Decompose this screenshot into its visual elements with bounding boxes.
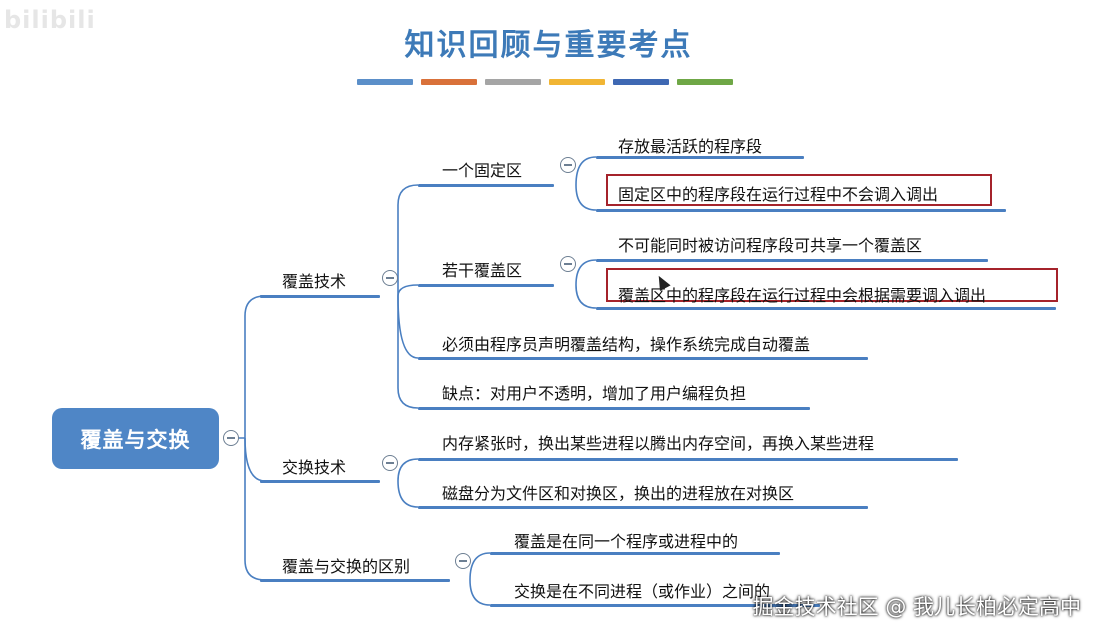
diff-item-1-underline — [490, 552, 780, 555]
link-swap-1 — [397, 458, 419, 482]
bilibili-watermark: bilibili — [4, 6, 96, 34]
link-root-overlay — [244, 295, 266, 438]
several-item-2: 覆盖区中的程序段在运行过程中会根据需要调入调出 — [618, 286, 987, 305]
root-collapse-icon[interactable] — [223, 430, 239, 446]
node-swap-tech: 交换技术 — [282, 458, 347, 477]
highlight-box-fixed — [606, 174, 992, 206]
several-item-2-underline — [596, 307, 1056, 310]
root-node: 覆盖与交换 — [52, 408, 219, 469]
fixed-item-1: 存放最活跃的程序段 — [618, 137, 763, 156]
overlay-collapse-icon[interactable] — [382, 270, 398, 286]
link-diff-1 — [469, 552, 491, 581]
several-collapse-icon[interactable] — [560, 256, 576, 272]
link-fixed-2 — [575, 184, 597, 211]
diff-item-2-underline — [490, 604, 820, 607]
fixed-collapse-icon[interactable] — [560, 157, 576, 173]
title-color-bar-2 — [421, 79, 477, 85]
node-diff: 覆盖与交换的区别 — [282, 557, 411, 576]
fixed-item-2: 固定区中的程序段在运行过程中不会调入调出 — [618, 185, 939, 204]
node-overlay-underline — [260, 295, 380, 298]
node-overlay-tech: 覆盖技术 — [282, 272, 347, 291]
overlay-drawback-underline — [418, 407, 810, 410]
fixed-item-1-underline — [596, 156, 804, 159]
link-several-1 — [575, 259, 597, 286]
source-credit: 掘金技术社区 @ 我儿长柏必定高中 — [752, 595, 1081, 619]
link-fixed-1 — [575, 156, 597, 186]
node-fixed-area: 一个固定区 — [442, 161, 523, 180]
overlay-declare-underline — [418, 357, 868, 360]
link-root-swap — [244, 437, 266, 482]
diff-item-2: 交换是在不同进程（或作业）之间的 — [514, 582, 771, 601]
link-overlay-declare — [397, 295, 419, 359]
swap-collapse-icon[interactable] — [382, 455, 398, 471]
highlight-box-several — [606, 268, 1058, 302]
swap-item-2-underline — [418, 506, 868, 509]
several-item-1: 不可能同时被访问程序段可共享一个覆盖区 — [618, 236, 923, 255]
link-root-diff — [244, 438, 266, 581]
swap-item-2: 磁盘分为文件区和对换区，换出的进程放在对换区 — [442, 484, 795, 503]
overlay-drawback-item: 缺点：对用户不透明，增加了用户编程负担 — [442, 384, 747, 403]
diff-collapse-icon[interactable] — [455, 553, 471, 569]
diff-item-1: 覆盖是在同一个程序或进程中的 — [514, 532, 739, 551]
swap-item-1: 内存紧张时，换出某些进程以腾出内存空间，再换入某些进程 — [442, 434, 875, 453]
several-item-1-underline — [596, 259, 988, 262]
title-color-bar-1 — [357, 79, 413, 85]
title-color-bar-4 — [549, 79, 605, 85]
title-color-bar-5 — [613, 79, 669, 85]
node-several-underline — [418, 284, 554, 287]
node-fixed-underline — [418, 184, 554, 187]
slide-title: 知识回顾与重要考点 — [404, 28, 693, 63]
node-several-areas: 若干覆盖区 — [442, 261, 523, 280]
link-overlay-several — [397, 284, 419, 297]
swap-item-1-underline — [418, 458, 958, 461]
title-color-bar-3 — [485, 79, 541, 85]
fixed-item-2-underline — [596, 209, 1006, 212]
node-swap-underline — [260, 480, 380, 483]
link-overlay-drawback — [397, 296, 419, 409]
link-overlay-fixed — [397, 184, 419, 296]
link-diff-2 — [469, 579, 491, 606]
overlay-declare-item: 必须由程序员声明覆盖结构，操作系统完成自动覆盖 — [442, 335, 811, 354]
link-swap-2 — [397, 480, 419, 508]
title-color-bar-6 — [677, 79, 733, 85]
node-diff-underline — [260, 579, 450, 582]
link-several-2 — [575, 284, 597, 309]
